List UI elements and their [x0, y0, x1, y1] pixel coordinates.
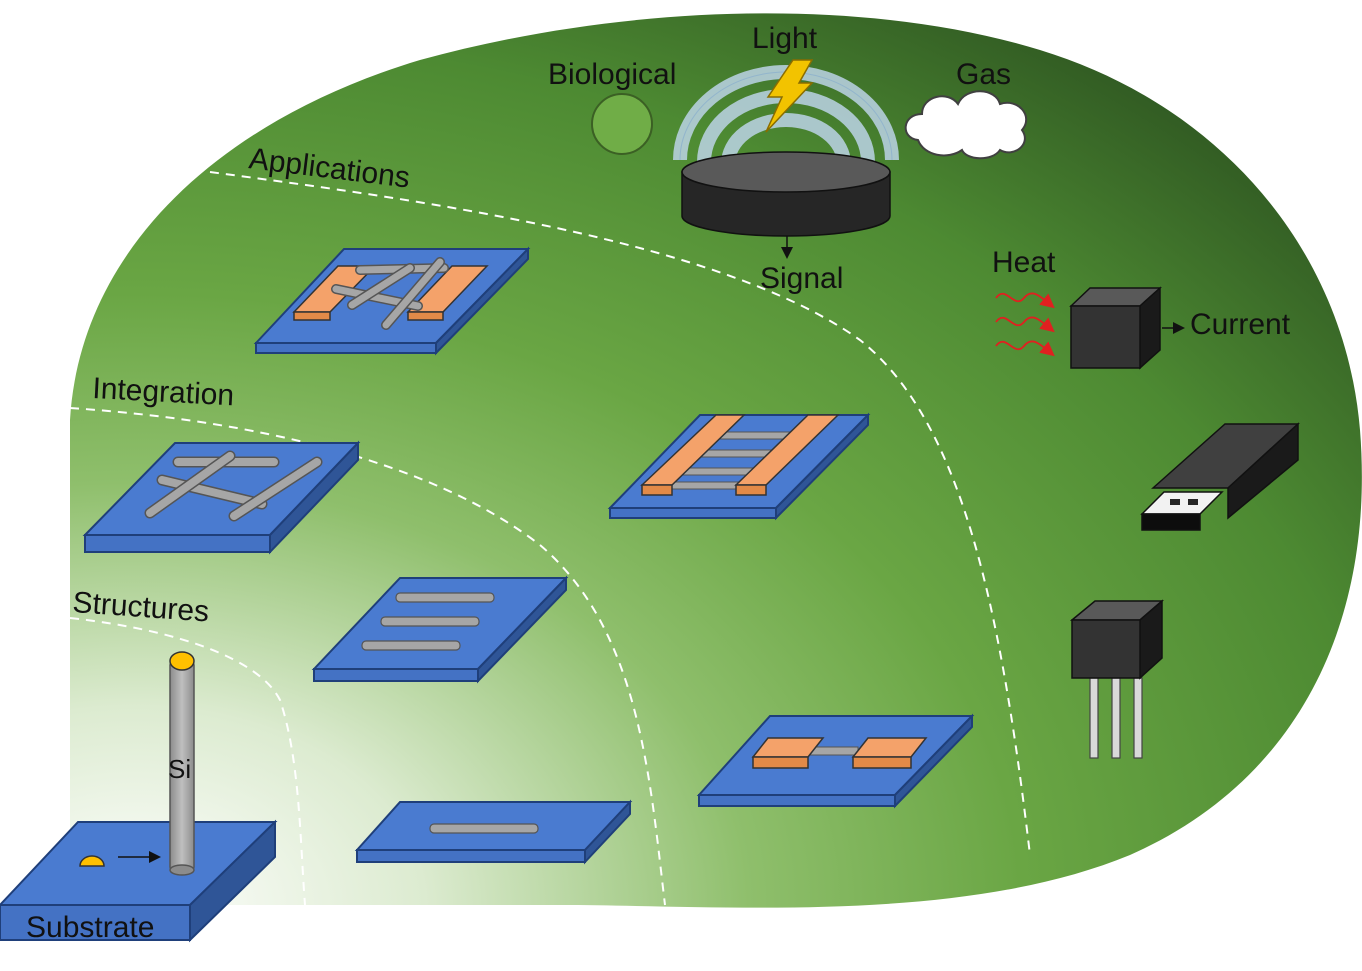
heat-waves-icon: [995, 292, 1055, 357]
nanowire: [146, 452, 234, 517]
nanowire: [382, 258, 444, 329]
thermoelectric-cube-icon: [1069, 286, 1185, 370]
electrode-bar-front: [293, 311, 331, 321]
transistor-icon: [1069, 599, 1165, 759]
catalyst-tip: [169, 651, 195, 671]
lightning-bolt-icon: [765, 59, 814, 133]
substrate-nanowire-structure: Substrate Si: [0, 651, 278, 944]
plate-side: [894, 713, 973, 809]
plate-front: [698, 794, 896, 807]
transistor-leg: [1133, 677, 1143, 759]
light-label: Light: [752, 22, 818, 55]
transistor-leg: [1089, 677, 1099, 759]
biological-label: Biological: [548, 58, 676, 91]
cloud-icon: [904, 90, 1028, 160]
usb-drive-icon: [1140, 422, 1300, 531]
electrode-bar-front: [407, 311, 444, 321]
plate-front: [84, 534, 271, 553]
plate-side: [775, 412, 869, 521]
signal-arc-inner: [721, 113, 851, 165]
electrode-bar-front: [735, 484, 767, 496]
plate-front: [255, 342, 437, 354]
transistor-body: [1071, 619, 1141, 679]
nanowire: [158, 476, 266, 508]
plate-front: [313, 668, 479, 682]
applications-boundary: [209, 171, 1031, 856]
plate-side: [584, 799, 631, 865]
current-label: Current: [1190, 308, 1291, 341]
nanowire: [348, 264, 414, 309]
single-wire-structure: [354, 799, 633, 865]
integration-label: Integration: [92, 372, 235, 412]
plate-front: [609, 507, 777, 519]
heat-wave: [995, 292, 1055, 309]
si-label: Si: [168, 754, 191, 784]
disc-top: [681, 151, 891, 193]
network-device: [253, 246, 531, 356]
plate-side: [477, 575, 567, 684]
heat-label: Heat: [992, 246, 1056, 279]
electrode-pad-front: [852, 756, 912, 769]
gas-label: Gas: [956, 58, 1011, 91]
signal-label: Signal: [760, 262, 843, 295]
nanowire: [380, 616, 480, 627]
heat-wave: [995, 316, 1055, 333]
nanowire: [429, 823, 539, 834]
usb-connector-front: [1141, 513, 1201, 531]
pillar-bottom: [169, 864, 195, 876]
catalyst-droplet: [79, 855, 105, 867]
cube-front: [1070, 305, 1141, 369]
structures-boundary: [69, 617, 306, 906]
plate-side: [435, 246, 529, 356]
usb-side: [1227, 422, 1299, 520]
usb-port-hole: [1188, 499, 1198, 505]
nanowire: [230, 458, 321, 520]
electrode-pad-front: [752, 756, 809, 769]
substrate-side: [189, 819, 276, 943]
usb-port-hole: [1170, 499, 1180, 505]
heat-wave: [995, 340, 1055, 357]
array-device: [607, 412, 871, 521]
nanowire: [361, 640, 461, 651]
aligned-array-structure: [311, 575, 569, 684]
transistor-leg: [1111, 677, 1121, 759]
single-wire-device: [696, 713, 975, 809]
substrate-label: Substrate: [26, 911, 154, 944]
integration-boundary: [69, 407, 666, 906]
biological-sphere-icon: [591, 93, 653, 155]
random-network-structure: [82, 440, 361, 555]
plate-side: [269, 440, 359, 555]
plate-front: [356, 849, 586, 863]
nanowire: [395, 592, 495, 603]
electrode-bar-front: [641, 484, 673, 496]
